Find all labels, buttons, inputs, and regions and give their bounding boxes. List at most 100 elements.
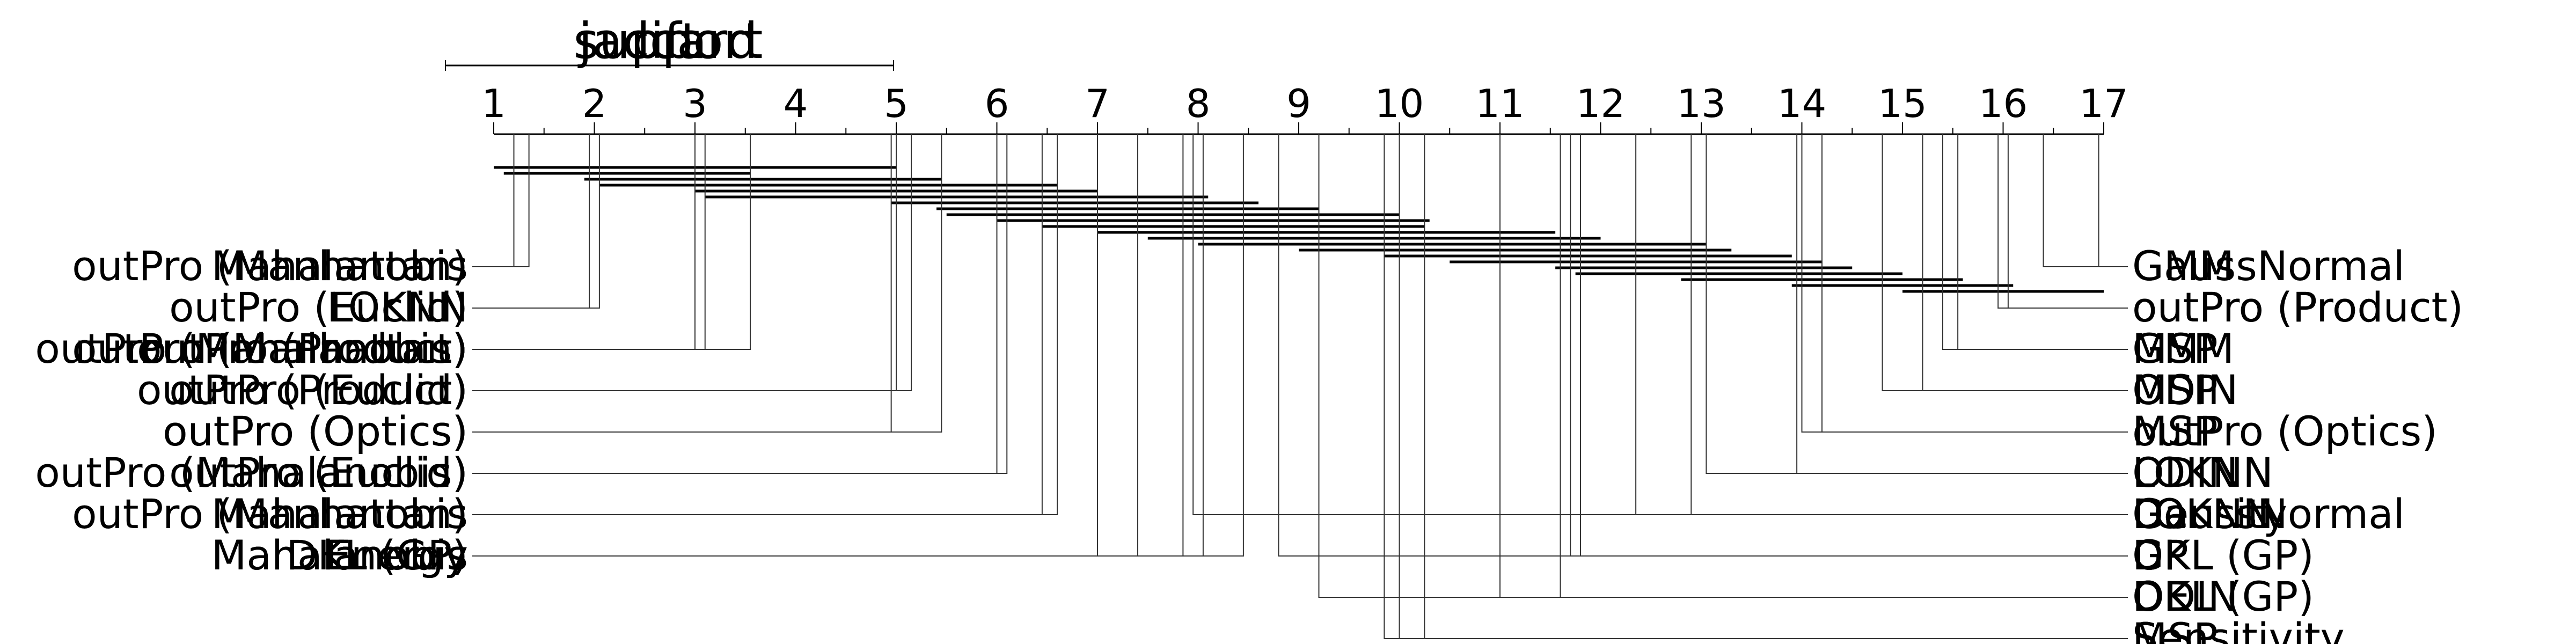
method-label: Mahalanobis [211, 531, 468, 579]
rank-connector [472, 134, 515, 267]
rank-connector [1570, 134, 2128, 557]
method-label: outPro (Manhattan) [72, 490, 468, 538]
method-label: MSP [2132, 325, 2218, 372]
axis-tick-label: 8 [1186, 81, 1211, 126]
axis-tick-label: 15 [1878, 81, 1927, 126]
rank-connector [472, 134, 912, 391]
rank-connector [472, 134, 942, 433]
axis-tick-label: 11 [1475, 81, 1525, 126]
rank-connector [472, 134, 1058, 515]
rank-connector [1922, 134, 2128, 391]
panel-title: jaccard [577, 12, 758, 70]
axis-tick-label: 14 [1777, 81, 1827, 126]
rank-connector [1942, 134, 2128, 350]
rank-connector [472, 134, 600, 309]
rank-connector [1690, 134, 2128, 515]
axis-tick-label: 10 [1375, 81, 1424, 126]
method-label: outPro (Euclid) [169, 449, 468, 496]
method-label: OE [2132, 573, 2190, 620]
method-label: Mahalanobis [211, 242, 468, 290]
method-label: Sensitivity [2132, 614, 2345, 644]
axis-tick-label: 9 [1286, 81, 1311, 126]
rank-connector [1580, 134, 2128, 557]
axis-tick-label: 4 [784, 81, 808, 126]
method-label: outPro (Product) [2132, 283, 2463, 331]
method-label: Mahalanobis [211, 531, 468, 579]
method-label: LOKNN [327, 283, 468, 331]
rank-connector [1424, 134, 2128, 639]
rank-connector [472, 134, 1184, 557]
panel-title: lift [636, 12, 700, 70]
method-label: Density [2132, 490, 2287, 538]
axis-tick-label: 7 [1085, 81, 1110, 126]
method-label: MSP [2132, 614, 2218, 644]
rank-connector [472, 134, 530, 267]
axis-tick-label: 6 [985, 81, 1009, 126]
method-label: MSP [2132, 407, 2218, 455]
method-label: GaussNormal [2132, 490, 2405, 538]
rank-connector [472, 134, 751, 350]
rank-connector [2098, 134, 2128, 267]
method-label: LOKNN [2132, 490, 2273, 538]
rank-connector [1192, 134, 2128, 515]
method-label: DKL (GP) [2132, 573, 2314, 620]
method-label: Mahalanobis [211, 490, 468, 538]
rank-connector [1821, 134, 2128, 433]
method-label: outPro (Optics) [2132, 407, 2438, 455]
rank-connector [1399, 134, 2128, 639]
clique-bars [494, 166, 2104, 293]
method-label: outPro (Product) [137, 366, 468, 414]
method-label: Energy [325, 531, 468, 579]
rank-connector [1796, 134, 2128, 474]
axis-tick-label: 2 [582, 81, 607, 126]
rank-connector [1499, 134, 2128, 598]
method-label: ODIN [2132, 573, 2238, 620]
axis-tick-label: 16 [1979, 81, 2028, 126]
rank-connector [472, 134, 590, 309]
rank-connector [472, 134, 1008, 474]
method-label: outPro (Mahalanobis) [35, 325, 468, 372]
method-label: GMM [2132, 242, 2234, 290]
method-label: GMM [2132, 325, 2234, 372]
axis-tick-label: 13 [1677, 81, 1726, 126]
method-label: outPro (Euclid) [169, 283, 468, 331]
method-label: ODIN [2132, 449, 2238, 496]
method-label: MSP [2132, 366, 2218, 414]
axis-tick-label: 3 [683, 81, 707, 126]
method-label: outPro (Manhattan) [72, 242, 468, 290]
rank-connector [1706, 134, 2128, 474]
rank-connector [1560, 134, 2128, 598]
rank-connector [1801, 134, 2128, 433]
method-label: DKL (GP) [286, 531, 468, 579]
rank-connector [1997, 134, 2128, 309]
method-label: outPro (Mahalanobis) [35, 449, 468, 496]
panel-title: support [573, 12, 763, 70]
rank-connector [1384, 134, 2128, 639]
rank-connector [1882, 134, 2128, 391]
method-label: outPro (Optics) [163, 407, 468, 455]
method-label: GaussNormal [2132, 242, 2405, 290]
method-label: outPro (Euclid) [169, 366, 468, 414]
method-label: LOKNN [2132, 449, 2273, 496]
method-label: GP [2132, 531, 2189, 579]
rank-connector [2043, 134, 2128, 267]
method-label: outPro (Product) [137, 325, 468, 372]
method-label: GP [2132, 531, 2189, 579]
method-label: DKL (GP) [2132, 531, 2314, 579]
axis-tick-label: 1 [481, 81, 506, 126]
method-label: Energy [325, 531, 468, 579]
axis-tick-label: 12 [1576, 81, 1626, 126]
rank-connector [1278, 134, 2128, 557]
method-label: ODIN [2132, 366, 2238, 414]
method-label: outPro (Optics) [163, 407, 468, 455]
method-label: Sensitivity [2132, 614, 2345, 644]
method-label: outPro (Manhattan) [72, 325, 468, 372]
rank-connector [2007, 134, 2128, 309]
axis-tick-label: 5 [884, 81, 909, 126]
rank-connector [1318, 134, 2128, 598]
